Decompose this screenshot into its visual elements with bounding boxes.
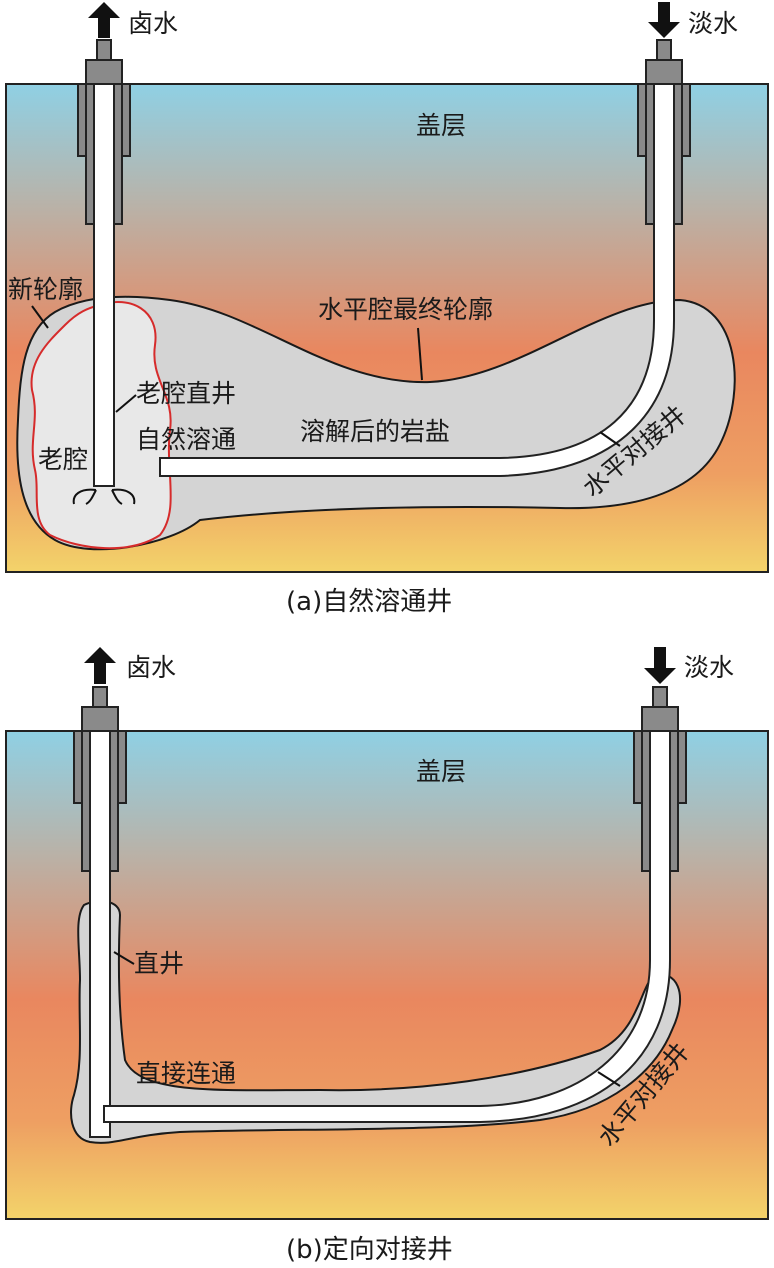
dissolved-zone-b — [70, 900, 682, 1144]
final-contour-label-a: 水平腔最终轮廓 — [318, 295, 493, 324]
vertical-well-pipe-a — [93, 83, 115, 487]
final-contour-leader-a — [417, 327, 423, 381]
caprock-label-b: 盖层 — [416, 757, 466, 786]
panel-a: 卤水 淡水 盖层 新轮廓 水平腔最终轮廓 老腔直井 自然溶通 溶解后的岩盐 老腔… — [5, 2, 769, 617]
fresh-label-a: 淡水 — [688, 9, 738, 38]
new-contour-leader-a — [31, 305, 49, 329]
circulation-arrows-a — [72, 488, 136, 505]
right-wellhead-a — [645, 59, 683, 85]
horizontal-well-pipe-a — [159, 83, 675, 477]
brine-arrow-b — [84, 647, 116, 684]
fresh-label-b: 淡水 — [684, 653, 734, 682]
brine-label-b: 卤水 — [126, 653, 176, 682]
direct-link-label-b: 直接连通 — [136, 1059, 236, 1088]
caption-b: (b)定向对接井 — [286, 1235, 453, 1265]
old-cavity-label-a: 老腔 — [38, 445, 88, 474]
vertical-well-leader-b — [113, 951, 135, 965]
horizontal-well-leader-a — [599, 431, 621, 447]
left-wellhead-top-a — [96, 39, 112, 61]
right-wellhead-top-b — [652, 686, 668, 708]
left-wellhead-b — [81, 706, 119, 732]
natural-link-label-a: 自然溶通 — [136, 425, 236, 454]
caprock-label-a: 盖层 — [416, 111, 466, 140]
new-contour-label-a: 新轮廓 — [8, 275, 83, 304]
old-well-label-a: 老腔直井 — [136, 379, 236, 408]
brine-label-a: 卤水 — [128, 9, 178, 38]
vertical-well-pipe-b — [89, 730, 111, 1138]
horizontal-cavity-a — [16, 295, 736, 551]
old-well-leader-a — [115, 394, 137, 413]
fresh-arrow-b — [644, 647, 676, 684]
dissolved-salt-label-a: 溶解后的岩盐 — [300, 417, 450, 446]
caption-a: (a)自然溶通井 — [286, 587, 452, 617]
horizontal-well-leader-b — [597, 1071, 621, 1087]
left-wellhead-a — [85, 59, 123, 85]
vertical-well-label-b: 直井 — [134, 949, 184, 978]
panel-b: 卤水 淡水 盖层 直井 直接连通 水平对接井 (b)定向对接井 — [5, 647, 769, 1265]
fresh-arrow-a — [648, 2, 680, 38]
right-wellhead-top-a — [656, 39, 672, 61]
left-wellhead-top-b — [92, 686, 108, 708]
brine-arrow-a — [88, 2, 120, 38]
right-wellhead-b — [641, 706, 679, 732]
